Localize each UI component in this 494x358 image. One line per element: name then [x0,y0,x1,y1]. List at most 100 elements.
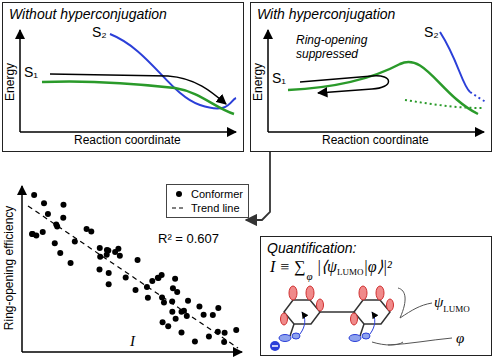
conformer-point [52,240,58,246]
legend-text: Trend line [191,202,240,214]
panel-title: With hyperconjugation [257,6,395,22]
axis-label: Energy [252,63,266,101]
y-axis [19,30,21,132]
x-axis [20,131,236,133]
conformer-point [170,285,176,291]
conformer-point [60,202,66,208]
energy-plot-left [20,30,236,132]
conformer-point [184,313,190,319]
conformer-point [57,250,63,256]
conformer-point [117,253,123,259]
orbital-label: ψ [434,294,443,311]
formula: |φ⟩|² [363,258,391,276]
conformer-point [185,298,191,304]
flow-arrow [246,152,270,220]
suppressed-arrow [300,76,389,93]
conformer-point [106,281,112,287]
conformer-point [104,252,110,258]
energy-plot-right [268,30,486,132]
conformer-point [169,309,175,315]
orbital-subscript: LUMO [443,304,470,314]
y-axis [21,186,23,352]
electron [270,341,280,351]
s1-dotted [405,100,482,108]
axis-label: Reaction coordinate [322,134,429,148]
conformer-point [97,245,103,251]
conformer-point [60,215,66,221]
pathway-arrow [50,74,226,104]
axis-label: Energy [4,63,18,101]
conformer-point [181,308,187,314]
conformer-point [149,278,155,284]
axis-label: Ring-opening efficiency [3,206,17,331]
conformer-point [196,303,202,309]
conformer-point [123,275,129,281]
formula: I ≡ ∑ [270,258,306,276]
conformer-point [145,295,151,301]
x-axis [22,351,242,353]
state-label: S₂ [92,24,107,40]
conformer-point [155,275,161,281]
conformer-point [133,287,139,293]
conformer-point [84,226,90,232]
scatter-plot [22,186,242,352]
s1-curve [42,81,234,114]
conformer-point [215,329,221,335]
axis-label: Reaction coordinate [74,134,181,148]
conformer-point [210,312,216,318]
donation-arrow [370,312,375,334]
conformer-point [172,276,178,282]
conformer-point [192,338,198,344]
orbital-label: φ [456,330,464,347]
conformer-point [155,275,161,281]
state-label: S₁ [24,64,38,80]
conformer-point [233,327,239,333]
conformer-point [31,192,37,198]
formula-subscript: LUMO [337,267,364,277]
legend-row: Trend line [171,201,243,215]
molecule [270,286,452,351]
conformer-point [144,284,150,290]
conformer-point [206,333,212,339]
conformer-point [33,233,39,239]
conformer-point [160,319,166,325]
s2-dotted [470,92,486,102]
conformer-point [97,266,103,272]
conformer-point [165,323,171,329]
conformer-point [112,249,118,255]
panel-title: Quantification: [267,240,357,256]
conformer-point [40,229,46,235]
conformer-point [41,200,47,206]
bond [320,311,354,313]
donation-arrow [300,312,305,334]
state-label: S₂ [424,24,439,40]
dash-sample [171,203,187,213]
conformer-point [169,299,175,305]
lumo-lobes [281,286,394,325]
conformer-point [72,239,78,245]
panel: With hyperconjugation [250,2,492,152]
conformer-point [201,312,207,318]
conformer-point [53,221,59,227]
conformer-point [221,339,227,345]
conformer-point [97,254,103,260]
formula: |⟨ψ [317,258,337,276]
state-label: S₁ [272,70,286,86]
x-axis [268,131,484,133]
conformer-point [45,211,51,217]
conformer-point [68,260,74,266]
trend-line [28,206,238,348]
panel-title: Without hyperconjugation [9,6,167,22]
annotation: Ring-opening suppressed [296,34,392,62]
conformer-point [173,316,179,322]
legend: ConformerTrend line [166,184,249,218]
y-axis [267,30,269,132]
sigma-lobes [279,333,370,342]
axis-label: I [130,333,135,350]
phi-bracket [372,338,452,345]
conformer-point [215,305,221,311]
r-squared: R² = 0.607 [158,232,219,247]
lumo-bracket [398,288,432,318]
